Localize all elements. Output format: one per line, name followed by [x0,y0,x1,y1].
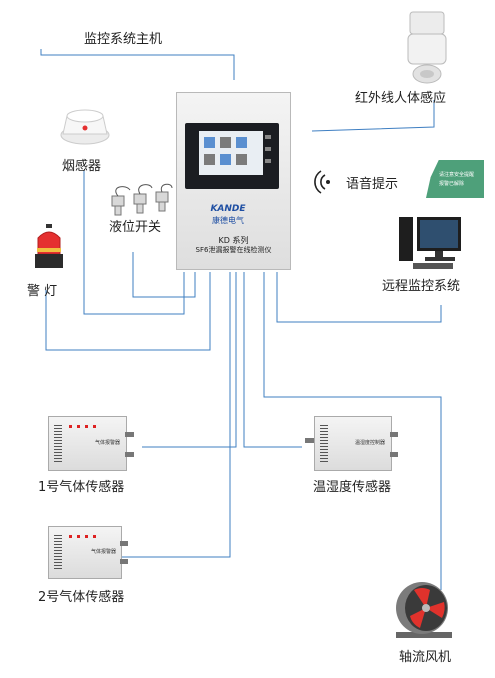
voice-sign-line2: 报警已解除 [439,181,465,187]
infrared-sensor-icon [407,11,447,84]
screen-display [199,131,263,175]
label-level-switch: 液位开关 [109,220,162,235]
gas1-panel-label: 气体报警器 [95,440,121,446]
wire-remote [276,272,442,323]
label-gas2: 2号气体传感器 [38,590,125,605]
label-remote: 远程监控系统 [382,279,461,294]
gas-sensor-2: 气体报警器 [48,526,122,579]
wire-infrared [311,100,435,132]
label-gas1: 1号气体传感器 [38,480,125,495]
wire-smoke [83,170,185,315]
label-fan: 轴流风机 [399,650,452,665]
th-panel-label: 温湿度控制器 [355,440,386,446]
wire-th [243,272,302,448]
smoke-detector-icon [60,109,110,145]
voice-sign-line1: 请注意安全提醒 [439,172,475,178]
axial-fan-icon [396,582,452,638]
label-voice: 语音提示 [346,177,399,192]
device-brand-cn: 康德电气 [212,216,244,225]
wire-alarm [45,272,211,351]
gas-sensor-1: 气体报警器 [48,416,127,471]
label-infrared: 红外线人体感应 [355,91,447,106]
cabinet-screen [185,123,279,189]
level-switch-icon [111,183,173,216]
gas2-panel-label: 气体报警器 [91,549,117,555]
wire-gas2 [120,272,231,558]
label-temp-humidity: 温湿度传感器 [313,480,392,495]
device-brand: KANDE [210,204,246,214]
wire-level [132,252,196,298]
computer-icon [399,217,461,269]
label-smoke: 烟感器 [62,159,102,174]
temp-humidity-sensor: 温湿度控制器 [314,416,392,471]
label-host: 监控系统主机 [84,32,163,47]
wire-host [40,49,235,80]
host-cabinet: KANDE 康德电气 KD 系列 SF6泄漏报警在线检测仪 [176,92,291,270]
device-series: KD 系列 [218,236,249,245]
wire-fan [263,272,442,590]
device-model: SF6泄漏报警在线检测仪 [195,246,272,254]
alarm-light-icon [35,224,63,268]
label-alarm-light: 警 灯 [27,284,58,299]
wire-gas1 [142,272,237,448]
